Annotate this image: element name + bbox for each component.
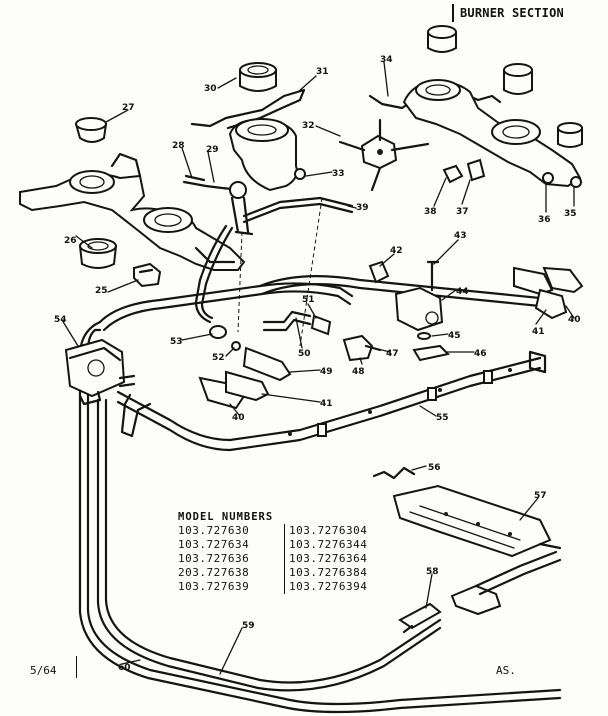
label-27: 27 — [122, 103, 135, 113]
label-48: 48 — [352, 367, 365, 377]
footer-code: AS. — [496, 664, 516, 677]
label-37: 37 — [456, 207, 469, 217]
label-52: 52 — [212, 353, 225, 363]
label-41-left: 41 — [320, 399, 333, 409]
part-labels: 25 26 27 28 29 30 31 32 33 34 35 36 37 3… — [54, 55, 581, 673]
orifice-58 — [398, 602, 442, 634]
label-57: 57 — [534, 491, 547, 501]
label-50: 50 — [298, 349, 311, 359]
pressure-regulator-54 — [64, 338, 136, 406]
manifold-pipe-55 — [116, 350, 547, 452]
model-number: 103.7276304 — [289, 524, 368, 537]
label-54: 54 — [54, 315, 67, 325]
model-numbers-header: MODEL NUMBERS — [178, 511, 274, 523]
label-42: 42 — [390, 246, 403, 256]
valves-and-fittings — [198, 260, 584, 480]
label-49: 49 — [320, 367, 333, 377]
label-38: 38 — [424, 207, 437, 217]
label-40-right: 40 — [568, 315, 581, 325]
label-39: 39 — [356, 203, 369, 213]
label-40-left: 40 — [232, 413, 245, 423]
label-28: 28 — [172, 141, 185, 151]
model-numbers-right: 103.7276304 103.7276344 103.7276364 103.… — [284, 524, 367, 594]
model-number: 203.727638 — [178, 566, 250, 579]
model-number: 103.7276394 — [289, 580, 368, 593]
middle-burner-assembly — [182, 62, 430, 324]
left-burner-assembly — [19, 117, 246, 288]
label-34: 34 — [380, 55, 393, 65]
label-45: 45 — [448, 331, 461, 341]
label-41-right: 41 — [532, 327, 545, 337]
label-53: 53 — [170, 337, 183, 347]
label-29: 29 — [206, 145, 219, 155]
label-30: 30 — [204, 84, 217, 94]
label-33: 33 — [332, 169, 345, 179]
label-35: 35 — [564, 209, 577, 219]
model-number: 103.727636 — [178, 552, 250, 565]
label-43: 43 — [454, 231, 467, 241]
model-number: 103.727634 — [178, 538, 250, 551]
gas-tube-60 — [78, 320, 562, 714]
leader-lines — [61, 61, 575, 675]
model-number: 103.7276344 — [289, 538, 368, 551]
right-burner-assembly — [368, 25, 583, 188]
gas-tube-59 — [96, 398, 442, 692]
label-60: 60 — [118, 663, 131, 673]
label-56: 56 — [428, 463, 441, 473]
label-59: 59 — [242, 621, 255, 631]
label-58: 58 — [426, 567, 439, 577]
supply-tubes — [98, 275, 562, 332]
model-number: 103.727630 — [178, 524, 250, 537]
label-55: 55 — [436, 413, 449, 423]
label-47: 47 — [386, 349, 399, 359]
model-number: 103.7276384 — [289, 566, 368, 579]
model-numbers-left: MODEL NUMBERS 103.727630 103.727634 103.… — [178, 510, 273, 594]
section-title: BURNER SECTION — [452, 4, 608, 22]
label-51: 51 — [302, 295, 315, 305]
label-36: 36 — [538, 215, 551, 225]
label-25: 25 — [95, 286, 108, 296]
model-number: 103.7276364 — [289, 552, 368, 565]
label-26: 26 — [64, 236, 77, 246]
page-divider — [76, 656, 77, 678]
model-number: 103.727639 — [178, 580, 250, 593]
label-31: 31 — [316, 67, 329, 77]
page-number: 5/64 — [30, 664, 57, 677]
label-32: 32 — [302, 121, 315, 131]
label-44: 44 — [456, 287, 469, 297]
oven-burner-57 — [392, 484, 562, 616]
label-46: 46 — [474, 349, 487, 359]
